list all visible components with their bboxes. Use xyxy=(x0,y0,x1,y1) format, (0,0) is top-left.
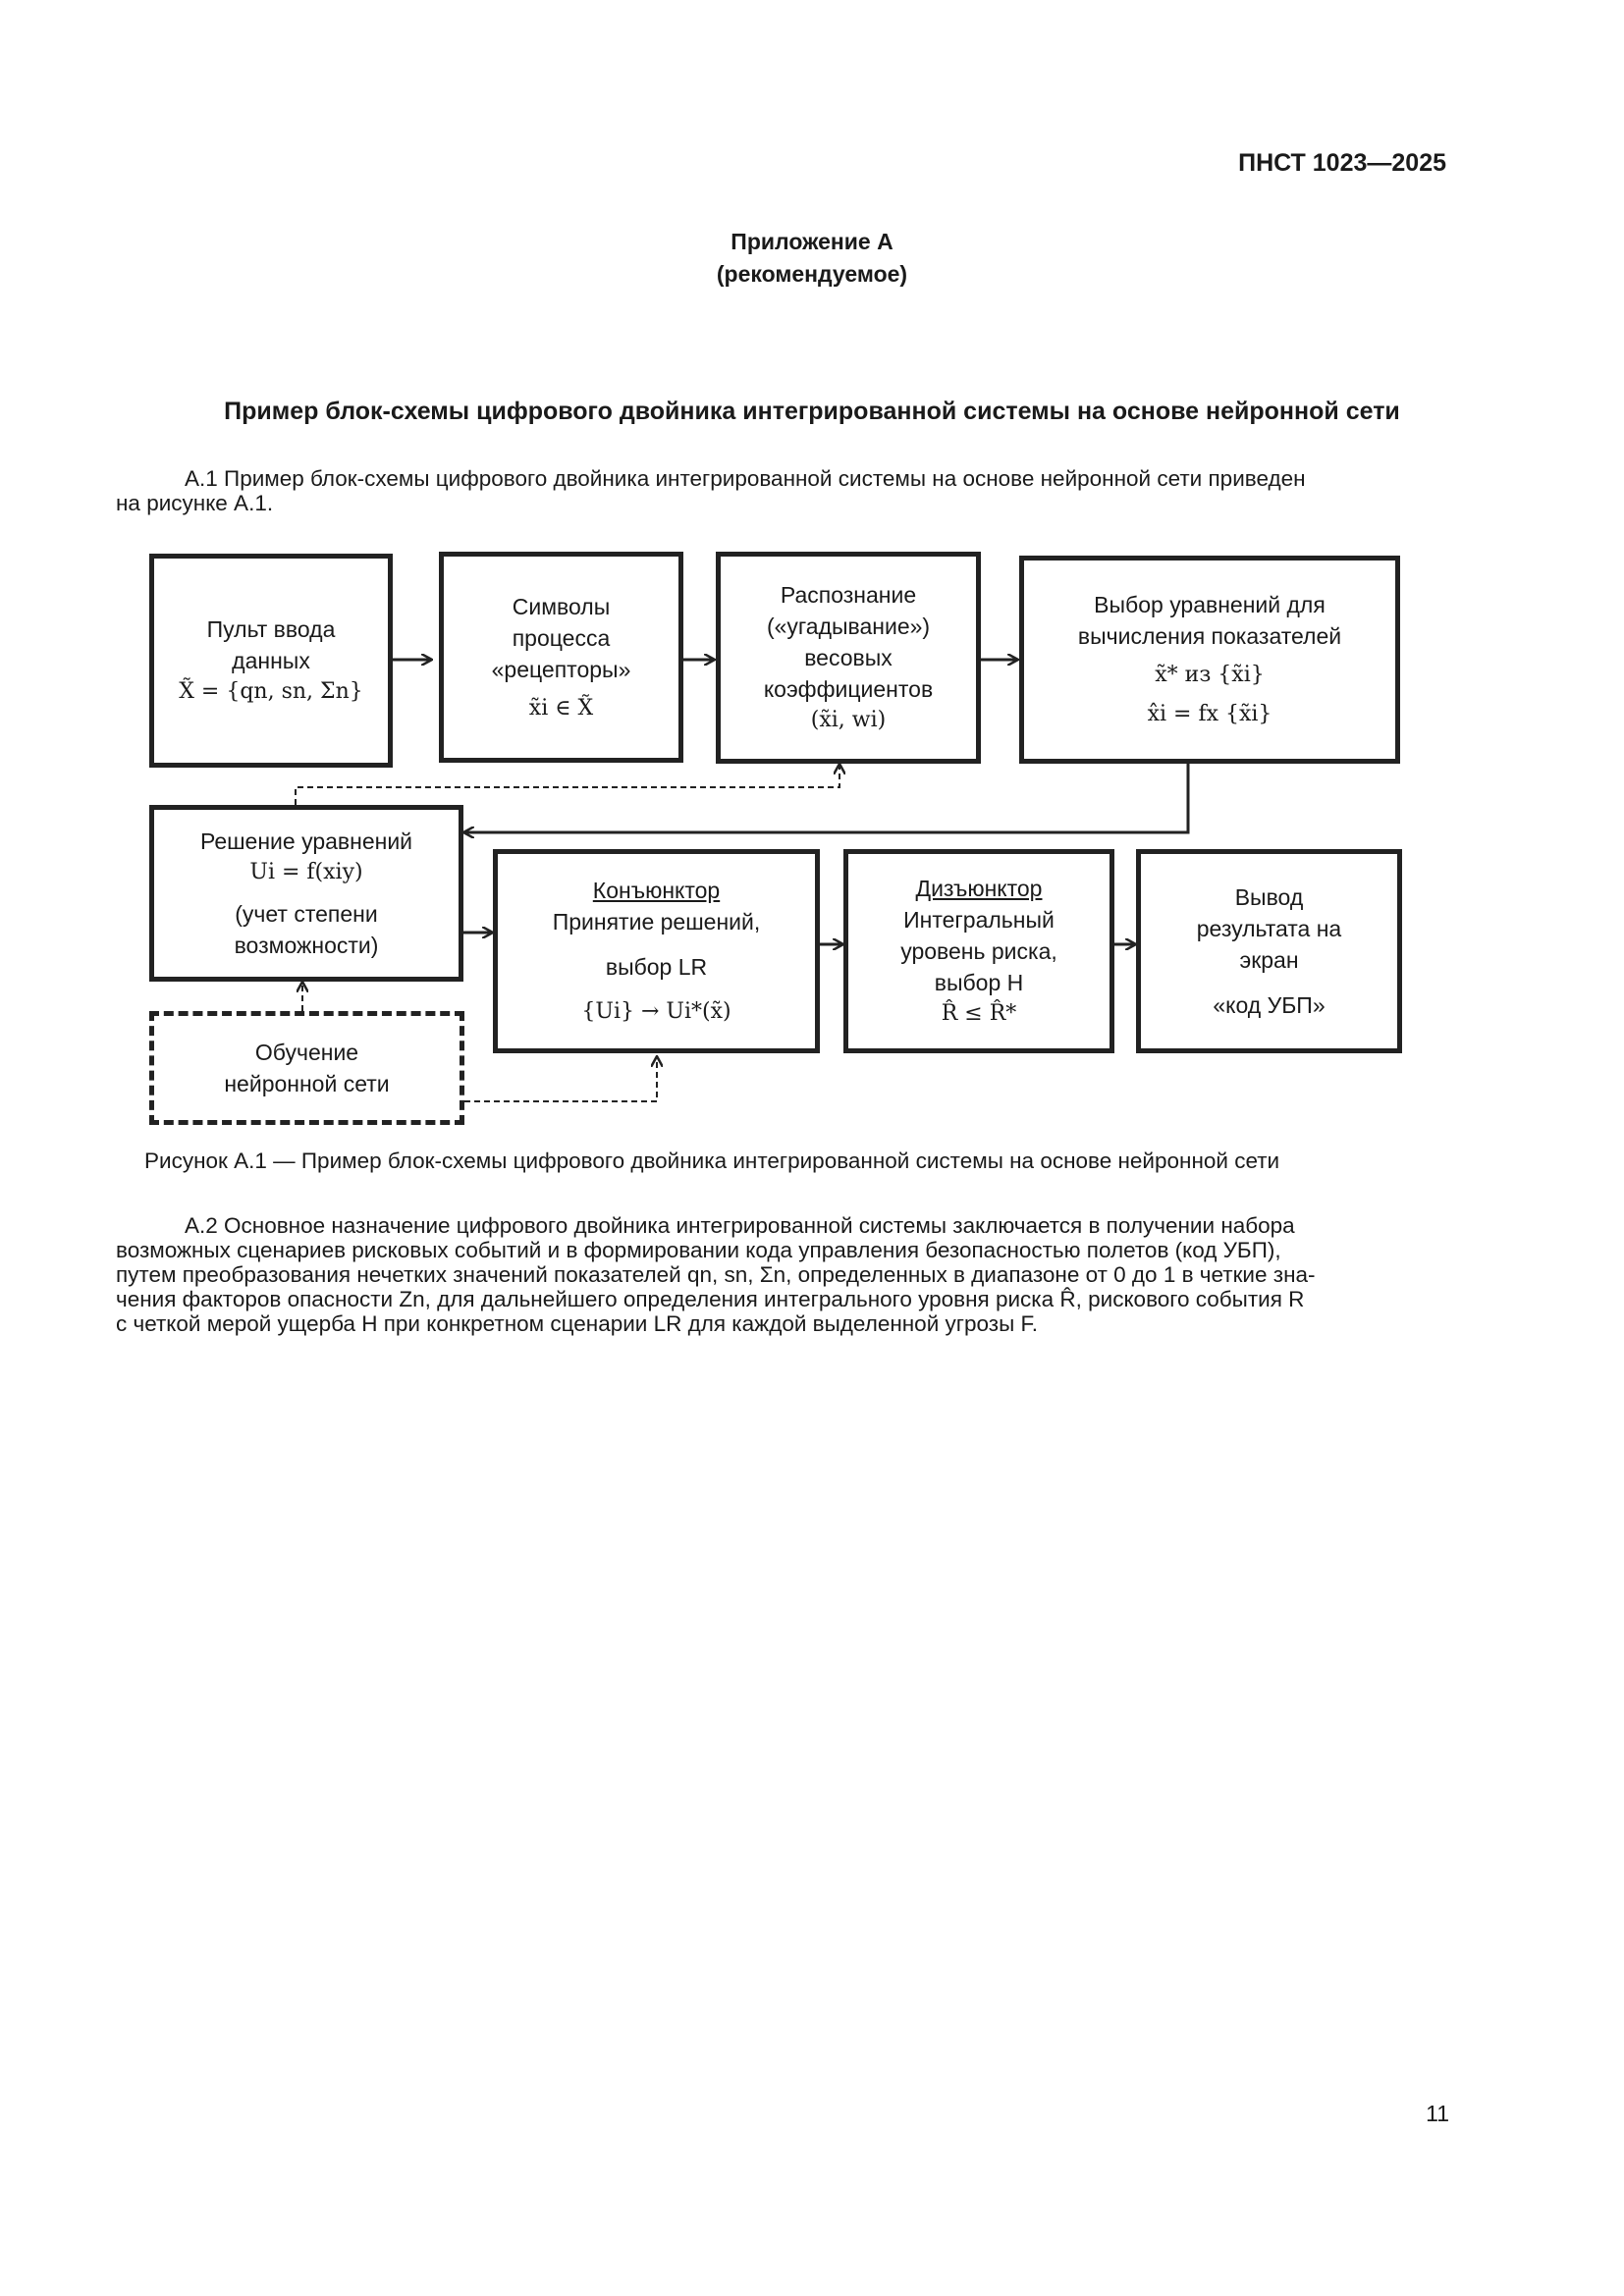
equation-solution-line-3: возможности) xyxy=(234,933,379,958)
input-console-line-1: Пульт ввода xyxy=(206,616,336,642)
paragraph-a2: А.2 Основное назначение цифрового двойни… xyxy=(116,1213,1449,1336)
output-line-3: экран xyxy=(1239,947,1299,973)
symbols-line-2: процесса xyxy=(512,624,611,651)
disjunctor-line-1: Интегральный xyxy=(903,907,1055,933)
equation-choice-line-2: вычисления показателей xyxy=(1077,623,1342,649)
disjunctor-title: Дизъюнктор xyxy=(915,876,1043,901)
block-diagram: Пульт ввода данных X̃ = {qn, sn, Σn} Сим… xyxy=(0,0,1624,1139)
equation-solution-line-2: (учет степени xyxy=(235,901,378,927)
box-recognition: Распознание («угадывание») весовых коэфф… xyxy=(716,552,981,764)
conjunctor-line-2: выбор LR xyxy=(605,954,708,980)
paragraph-a1-line-2: на рисунке А.1. xyxy=(116,491,274,515)
equation-solution-line-1: Решение уравнений xyxy=(199,828,413,854)
disjunctor-line-3: выбор H xyxy=(934,970,1024,995)
box-symbols: Символы процесса «рецепторы» x̃i ∈ X̃ xyxy=(439,552,683,763)
nn-training-line-1: Обучение xyxy=(254,1040,359,1065)
recognition-line-3: весовых xyxy=(804,645,893,670)
box-equation-solution: Решение уравнений Ui = f(xiy) (учет степ… xyxy=(149,805,463,982)
standard-code: ПНСТ 1023—2025 xyxy=(1238,149,1446,177)
appendix-subtitle: (рекомендуемое) xyxy=(716,261,908,287)
diagram-connectors xyxy=(295,0,1190,1102)
arrow-training-to-conjunctor xyxy=(464,1056,657,1102)
conjunctor-formula: {Ui} → Ui*(x̃) xyxy=(581,999,731,1024)
box-disjunctor: Дизъюнктор Интегральный уровень риска, в… xyxy=(843,849,1114,1053)
paragraph-a2-line-4: чения факторов опасности Zn, для дальней… xyxy=(116,1287,1305,1311)
box-input-console: Пульт ввода данных X̃ = {qn, sn, Σn} xyxy=(149,554,393,768)
output-line-1: Вывод xyxy=(1234,884,1304,910)
symbols-line-1: Символы xyxy=(512,593,611,619)
input-console-formula: X̃ = {qn, sn, Σn} xyxy=(179,679,363,704)
symbols-formula: x̃i ∈ X̃ xyxy=(528,695,594,721)
paragraph-a1: А.1 Пример блок-схемы цифрового двойника… xyxy=(116,466,1449,515)
recognition-line-2: («угадывание») xyxy=(766,614,931,639)
appendix-title: Приложение А xyxy=(731,229,893,254)
disjunctor-line-2: уровень риска, xyxy=(900,938,1057,964)
paragraph-a2-line-5: с четкой мерой ущерба H при конкретном с… xyxy=(116,1311,1038,1336)
conjunctor-title: Конъюнктор xyxy=(592,878,721,903)
box-nn-training: Обучение нейронной сети xyxy=(149,1011,464,1125)
recognition-line-1: Распознание xyxy=(780,582,917,608)
equation-solution-formula: Ui = f(xiy) xyxy=(249,860,363,884)
paragraph-a2-line-3: путем преобразования нечетких значений п… xyxy=(116,1262,1316,1287)
arrow-solution-to-recognition xyxy=(295,764,839,805)
paragraph-a2-line-2: возможных сценариев рисковых событий и в… xyxy=(116,1238,1281,1262)
arrow-choice-to-solution xyxy=(463,764,1190,832)
box-equation-choice: Выбор уравнений для вычисления показател… xyxy=(1019,556,1400,764)
paragraph-a1-line-1: А.1 Пример блок-схемы цифрового двойника… xyxy=(185,466,1306,491)
equation-choice-formula-2: x̂i = fx {x̃i} xyxy=(1147,702,1272,726)
section-title: Пример блок-схемы цифрового двойника инт… xyxy=(224,398,1400,425)
conjunctor-line-1: Принятие решений, xyxy=(552,909,761,934)
equation-choice-line-1: Выбор уравнений для xyxy=(1094,592,1326,617)
recognition-line-4: коэффициентов xyxy=(763,676,934,702)
disjunctor-formula: R̂ ≤ R̂* xyxy=(941,1001,1017,1026)
page-number: 11 xyxy=(1426,2101,1449,2126)
recognition-formula: (x̃i, wi) xyxy=(810,708,887,732)
output-line-4: «код УБП» xyxy=(1213,992,1326,1018)
input-console-line-2: данных xyxy=(232,648,310,673)
nn-training-line-2: нейронной сети xyxy=(224,1071,390,1096)
box-output: Вывод результата на экран «код УБП» xyxy=(1136,849,1402,1053)
symbols-line-3: «рецепторы» xyxy=(491,656,631,682)
box-conjunctor: Конъюнктор Принятие решений, выбор LR {U… xyxy=(493,849,820,1053)
equation-choice-formula-1: x̃* из {x̃i} xyxy=(1155,663,1265,687)
figure-caption: Рисунок А.1 — Пример блок-схемы цифровог… xyxy=(144,1148,1280,1173)
output-line-2: результата на xyxy=(1196,916,1342,941)
paragraph-a2-line-1: А.2 Основное назначение цифрового двойни… xyxy=(185,1213,1295,1238)
